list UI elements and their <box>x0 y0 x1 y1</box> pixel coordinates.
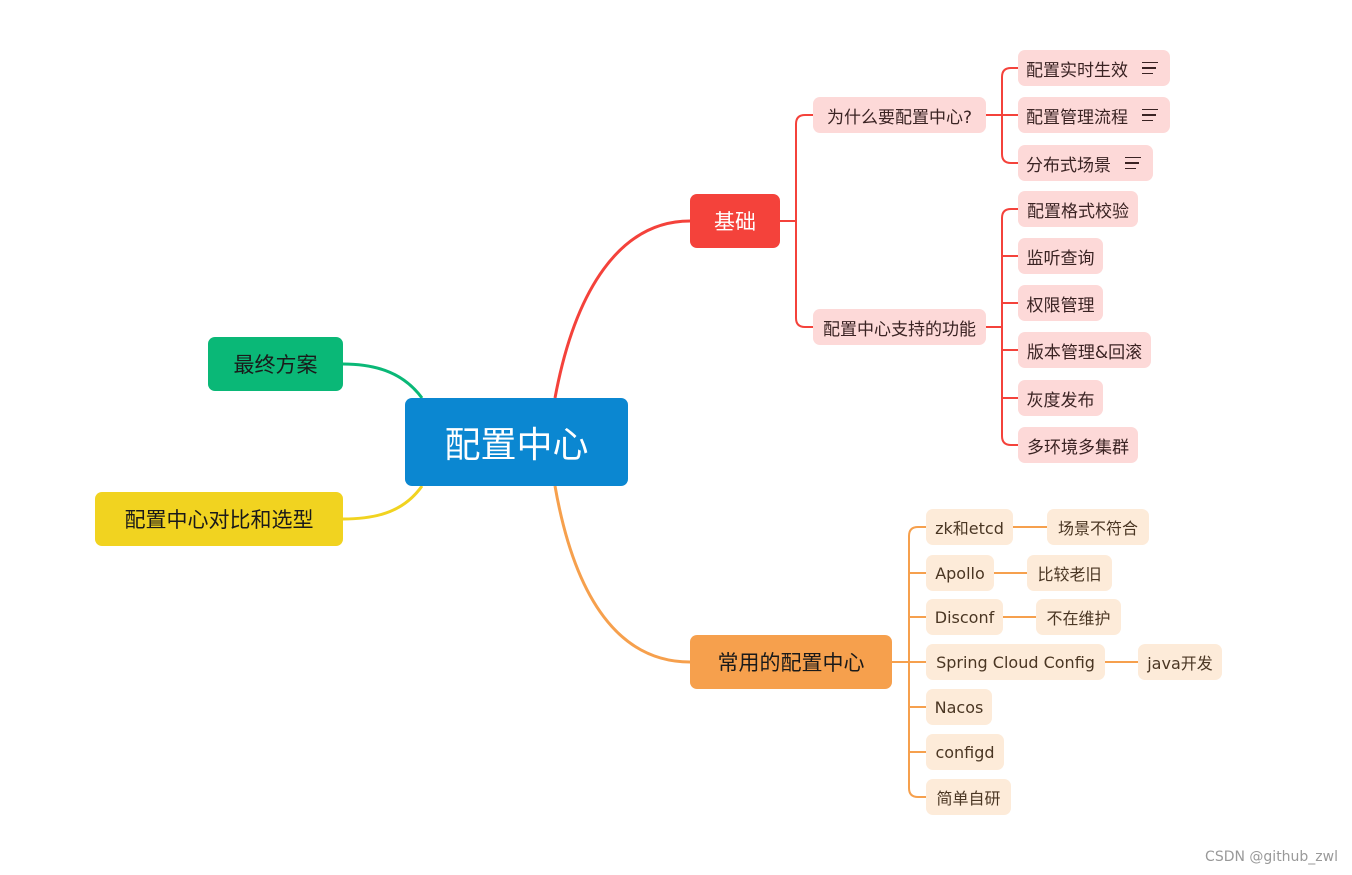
node-config-center-item[interactable]: configd <box>926 734 1004 770</box>
node-config-center-note[interactable]: 比较老旧 <box>1027 555 1112 591</box>
node-config-center-note[interactable]: 场景不符合 <box>1047 509 1149 545</box>
branch-common-config-centers[interactable]: 常用的配置中心 <box>690 635 892 689</box>
node-why-item[interactable]: 分布式场景 <box>1018 145 1153 181</box>
branch-final-solution[interactable]: 最终方案 <box>208 337 343 391</box>
node-feature-item[interactable]: 监听查询 <box>1018 238 1103 274</box>
branch-basics[interactable]: 基础 <box>690 194 780 248</box>
node-config-center-item[interactable]: Apollo <box>926 555 994 591</box>
node-supported-features[interactable]: 配置中心支持的功能 <box>813 309 986 345</box>
node-feature-item[interactable]: 版本管理&回滚 <box>1018 332 1151 368</box>
node-label: 配置管理流程 <box>1026 107 1128 128</box>
node-label: 分布式场景 <box>1026 155 1111 176</box>
node-feature-item[interactable]: 灰度发布 <box>1018 380 1103 416</box>
node-config-center-note[interactable]: 不在维护 <box>1036 599 1121 635</box>
node-label: 配置实时生效 <box>1026 60 1128 81</box>
branch-compare-selection[interactable]: 配置中心对比和选型 <box>95 492 343 546</box>
node-config-center-item[interactable]: zk和etcd <box>926 509 1013 545</box>
watermark: CSDN @github_zwl <box>1205 849 1338 865</box>
node-config-center-item[interactable]: Disconf <box>926 599 1003 635</box>
note-icon[interactable] <box>1125 156 1141 170</box>
node-feature-item[interactable]: 权限管理 <box>1018 285 1103 321</box>
node-why-item[interactable]: 配置实时生效 <box>1018 50 1170 86</box>
note-icon[interactable] <box>1142 108 1158 122</box>
node-config-center-item[interactable]: Nacos <box>926 689 992 725</box>
note-icon[interactable] <box>1142 61 1158 75</box>
node-config-center-item[interactable]: Spring Cloud Config <box>926 644 1105 680</box>
node-feature-item[interactable]: 多环境多集群 <box>1018 427 1138 463</box>
root-node[interactable]: 配置中心 <box>405 398 628 486</box>
node-config-center-note[interactable]: java开发 <box>1138 644 1222 680</box>
node-config-center-item[interactable]: 简单自研 <box>926 779 1011 815</box>
node-feature-item[interactable]: 配置格式校验 <box>1018 191 1138 227</box>
node-why-config-center[interactable]: 为什么要配置中心? <box>813 97 986 133</box>
node-why-item[interactable]: 配置管理流程 <box>1018 97 1170 133</box>
